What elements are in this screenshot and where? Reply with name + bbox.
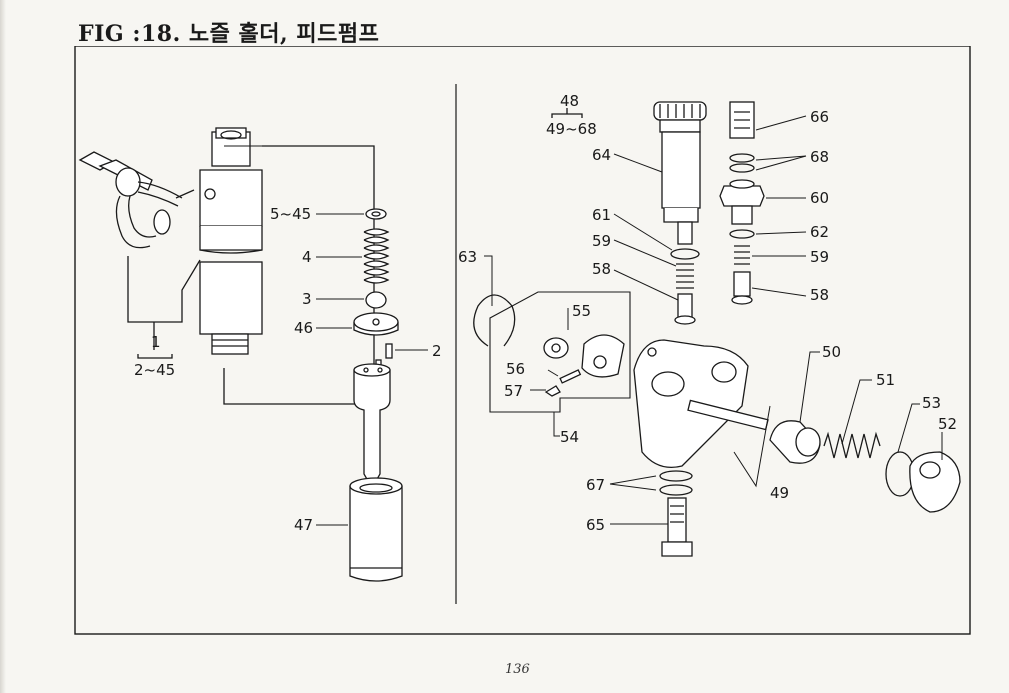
label-64: 64 (592, 146, 611, 164)
label-59-left: 59 (592, 232, 611, 250)
diagram-border (74, 46, 971, 635)
feed-pump-assembly (473, 101, 961, 557)
label-66: 66 (810, 108, 829, 126)
nozzle-holder-assembly (78, 127, 375, 405)
label-68: 68 (810, 148, 829, 166)
parts-diagram: 1 2~45 5~45 4 3 46 2 47 48 49~68 64 61 5… (74, 46, 971, 635)
label-62: 62 (810, 223, 829, 241)
label-3: 3 (302, 290, 312, 308)
label-49-68: 49~68 (546, 120, 597, 138)
label-50: 50 (822, 343, 841, 361)
label-55: 55 (572, 302, 591, 320)
label-56: 56 (506, 360, 525, 378)
label-5-45: 5~45 (270, 205, 311, 223)
label-58-left: 58 (592, 260, 611, 278)
label-60: 60 (810, 189, 829, 207)
label-67: 67 (586, 476, 605, 494)
label-57: 57 (504, 382, 523, 400)
label-2-45-bottom: 2~45 (134, 361, 175, 379)
leader-lines-right (484, 115, 943, 525)
part-labels: 1 2~45 5~45 4 3 46 2 47 48 49~68 64 61 5… (134, 92, 957, 534)
label-4: 4 (302, 248, 312, 266)
label-54: 54 (560, 428, 579, 446)
label-2: 2 (432, 342, 442, 360)
label-48: 48 (560, 92, 579, 110)
label-1: 1 (151, 333, 161, 351)
label-47: 47 (294, 516, 313, 534)
figure-title: FIG :18. 노즐 홀더, 피드펌프 (78, 21, 380, 47)
nozzle-parts (349, 208, 403, 582)
page-number: 136 (505, 662, 530, 677)
label-58-right: 58 (810, 286, 829, 304)
scan-edge (0, 0, 6, 693)
label-61: 61 (592, 206, 611, 224)
label-63: 63 (458, 248, 477, 266)
label-51: 51 (876, 371, 895, 389)
label-53: 53 (922, 394, 941, 412)
label-46: 46 (294, 319, 313, 337)
label-65: 65 (586, 516, 605, 534)
label-49: 49 (770, 484, 789, 502)
label-52: 52 (938, 415, 957, 433)
leader-lines-left (224, 145, 428, 526)
label-59-right: 59 (810, 248, 829, 266)
